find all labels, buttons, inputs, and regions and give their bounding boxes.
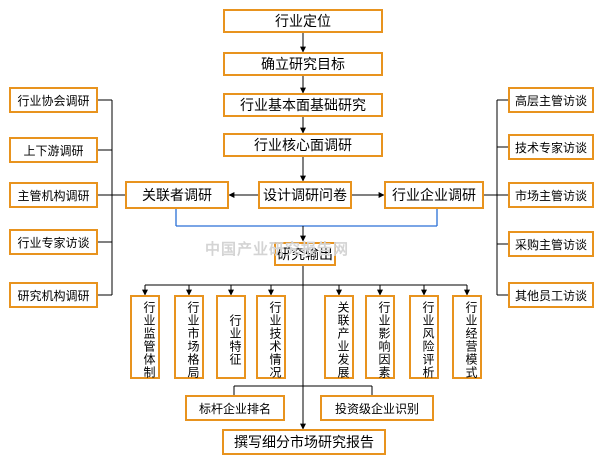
left-item-label: 行业协会调研: [17, 93, 90, 108]
right-item-label: 技术专家访谈: [514, 140, 587, 155]
right-item-box: 技术专家访谈: [508, 134, 594, 160]
left-hub-box: 关联者调研: [125, 181, 229, 209]
left-item-box: 行业协会调研: [9, 87, 98, 113]
basic-research-box: 行业基本面基础研究: [223, 93, 383, 117]
output-item-box: 行业经营模式: [452, 295, 482, 379]
right-item-box: 高层主管访谈: [508, 87, 594, 113]
output-item-box: 行业技术情况: [256, 295, 286, 379]
output-item-box: 行业监管体制: [130, 295, 160, 379]
output-item-label: 关联产业发展: [336, 301, 350, 379]
right-item-label: 其他员工访谈: [514, 288, 587, 303]
research-output-label: 研究输出: [277, 247, 333, 263]
right-item-label: 市场主管访谈: [514, 188, 587, 203]
output-item-label: 行业特征: [228, 314, 242, 366]
industry-positioning-label: 行业定位: [275, 14, 331, 30]
left-hub-label: 关联者调研: [142, 188, 212, 204]
left-item-label: 研究机构调研: [17, 288, 90, 303]
left-item-box: 上下游调研: [9, 137, 98, 163]
basic-research-label: 行业基本面基础研究: [240, 98, 366, 114]
output-item-box: 行业特征: [216, 295, 246, 379]
output-item-label: 行业市场格局: [186, 301, 200, 379]
core-research-box: 行业核心面调研: [223, 133, 383, 157]
left-item-label: 上下游调研: [23, 143, 84, 158]
benchmark-ranking-label: 标杆企业排名: [198, 401, 271, 416]
left-item-label: 行业专家访谈: [17, 235, 90, 250]
right-item-box: 其他员工访谈: [508, 282, 594, 308]
output-item-label: 行业技术情况: [268, 301, 282, 379]
right-hub-box: 行业企业调研: [384, 181, 484, 209]
output-item-box: 行业影响因素: [365, 295, 395, 379]
research-goal-box: 确立研究目标: [223, 52, 383, 76]
output-item-label: 行业经营模式: [464, 301, 478, 379]
investment-grade-box: 投资级企业识别: [320, 395, 434, 421]
watermark-text: 中国产业研究报告网: [205, 240, 350, 258]
right-item-label: 采购主管访谈: [514, 237, 587, 252]
right-hub-label: 行业企业调研: [392, 188, 476, 204]
questionnaire-box: 设计调研问卷: [258, 181, 352, 209]
right-item-label: 高层主管访谈: [514, 93, 587, 108]
research-output-box: 研究输出: [274, 242, 336, 266]
investment-grade-label: 投资级企业识别: [334, 401, 419, 416]
output-item-label: 行业影响因素: [377, 301, 391, 379]
left-item-box: 研究机构调研: [9, 282, 98, 308]
benchmark-ranking-box: 标杆企业排名: [185, 395, 285, 421]
right-item-box: 市场主管访谈: [508, 182, 594, 208]
core-research-label: 行业核心面调研: [254, 138, 352, 154]
left-item-box: 行业专家访谈: [9, 229, 98, 255]
final-report-box: 撰写细分市场研究报告: [222, 429, 386, 455]
left-item-box: 主管机构调研: [9, 182, 98, 208]
research-goal-label: 确立研究目标: [261, 57, 345, 73]
output-item-box: 关联产业发展: [324, 295, 354, 379]
left-item-label: 主管机构调研: [17, 188, 90, 203]
output-item-label: 行业监管体制: [142, 301, 156, 379]
output-item-box: 行业风险评析: [409, 295, 439, 379]
industry-positioning-box: 行业定位: [223, 9, 383, 33]
output-item-box: 行业市场格局: [174, 295, 204, 379]
final-report-label: 撰写细分市场研究报告: [234, 435, 374, 451]
questionnaire-label: 设计调研问卷: [263, 188, 347, 204]
right-item-box: 采购主管访谈: [508, 231, 594, 257]
output-item-label: 行业风险评析: [421, 301, 435, 379]
